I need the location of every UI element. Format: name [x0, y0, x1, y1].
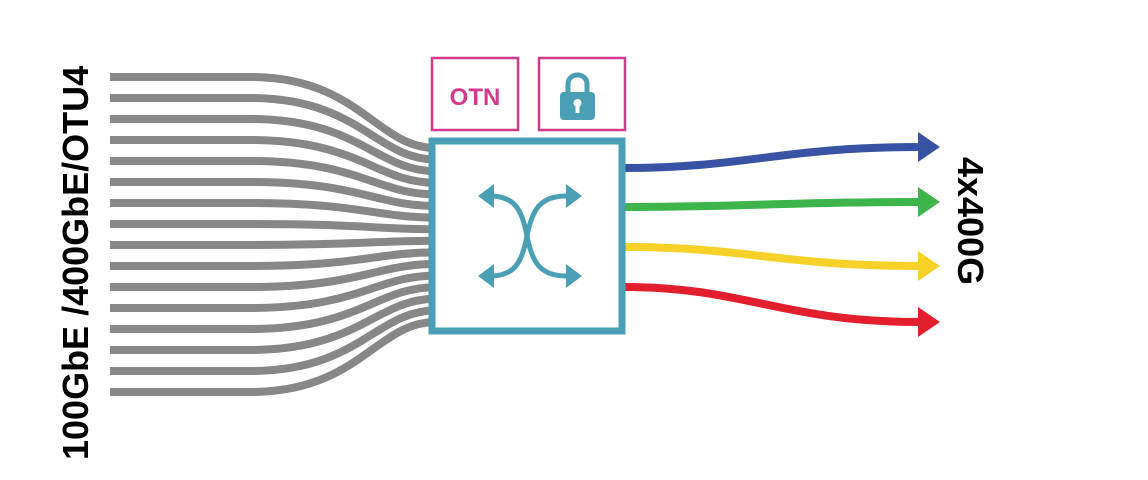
otn-badge-frame — [430, 56, 520, 132]
arrowhead-icon — [918, 307, 940, 337]
lock-icon — [560, 72, 595, 120]
input-fiber — [110, 248, 437, 270]
input-types-label: 100GbE /400GbE/OTU4 — [55, 66, 96, 460]
input-fiber — [110, 199, 437, 222]
input-fiber — [110, 306, 437, 375]
output-channel — [624, 187, 940, 217]
output-line — [624, 283, 921, 326]
output-line — [624, 198, 921, 211]
input-fiber — [110, 283, 437, 333]
input-fiber — [110, 157, 437, 199]
arrowhead-icon — [918, 187, 940, 217]
switch-box — [428, 137, 626, 335]
arrowhead-icon — [918, 132, 940, 162]
otn-label: OTN — [450, 84, 501, 111]
input-fiber — [110, 220, 437, 234]
arrowhead-icon — [918, 251, 940, 281]
input-fibers — [110, 73, 437, 396]
output-capacity-label: 4x400G — [950, 157, 991, 285]
output-channel — [624, 132, 940, 172]
input-fiber — [110, 236, 437, 249]
output-channels — [624, 132, 940, 337]
crossover-arrows-icon — [478, 184, 582, 288]
output-channel — [624, 243, 940, 281]
otn-badge: OTN — [430, 56, 520, 132]
input-fiber — [110, 115, 437, 176]
output-line — [624, 143, 921, 172]
encryption-badge — [537, 56, 627, 132]
input-fiber — [110, 136, 437, 187]
input-fiber — [110, 260, 437, 291]
input-fiber — [110, 73, 437, 152]
input-fiber — [110, 271, 437, 312]
input-fiber — [110, 294, 437, 354]
input-fiber — [110, 94, 437, 164]
output-line — [624, 243, 921, 270]
output-channel — [624, 283, 940, 337]
input-fiber — [110, 318, 437, 396]
input-fiber — [110, 178, 437, 210]
